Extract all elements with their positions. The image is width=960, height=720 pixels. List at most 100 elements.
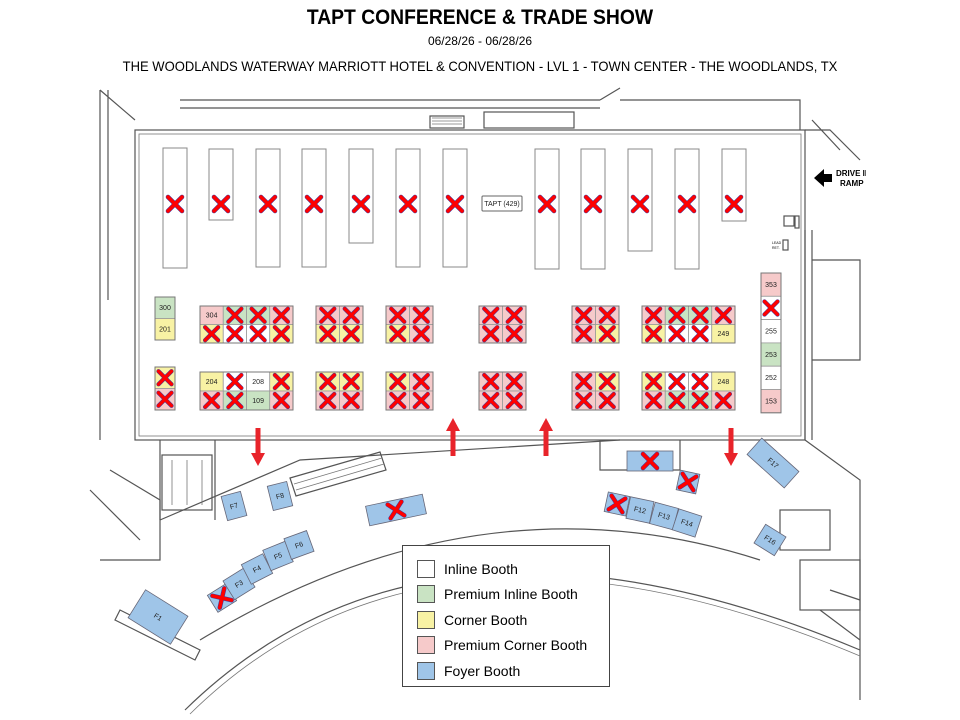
premium-corner-booth[interactable]	[595, 305, 620, 325]
inline-booth[interactable]	[222, 371, 247, 392]
premium-inline-booth[interactable]	[222, 305, 247, 325]
corner-booth[interactable]	[385, 324, 410, 344]
foyer-booth[interactable]: F1	[127, 589, 189, 645]
corner-booth[interactable]	[315, 324, 340, 344]
premium-corner-booth[interactable]	[409, 390, 434, 411]
premium-inline-booth[interactable]	[688, 305, 713, 325]
inline-booth[interactable]	[664, 324, 689, 344]
premium-corner-booth[interactable]	[409, 305, 434, 325]
premium-corner-booth[interactable]	[409, 324, 434, 344]
inline-booth[interactable]	[760, 295, 782, 320]
premium-corner-booth[interactable]	[711, 390, 736, 411]
premium-corner-booth[interactable]: 153	[760, 389, 782, 414]
inline-booth[interactable]	[674, 148, 700, 270]
corner-booth[interactable]: 248	[711, 371, 736, 392]
inline-booth[interactable]	[162, 147, 188, 269]
corner-booth[interactable]	[641, 371, 666, 392]
premium-corner-booth[interactable]	[199, 390, 224, 411]
premium-corner-booth[interactable]	[339, 305, 364, 325]
premium-corner-booth[interactable]	[502, 390, 527, 411]
premium-inline-booth[interactable]	[664, 390, 689, 411]
inline-booth[interactable]	[208, 148, 234, 221]
premium-corner-booth[interactable]: 304	[199, 305, 224, 325]
corner-booth[interactable]	[595, 371, 620, 392]
premium-inline-booth[interactable]	[222, 390, 247, 411]
premium-corner-booth[interactable]	[571, 371, 596, 392]
inline-booth[interactable]: 252	[760, 365, 782, 390]
inline-booth[interactable]	[627, 148, 653, 252]
foyer-booth[interactable]	[365, 493, 427, 527]
premium-corner-booth[interactable]	[315, 305, 340, 325]
premium-corner-booth[interactable]	[641, 305, 666, 325]
inline-booth[interactable]	[721, 148, 747, 222]
inline-booth[interactable]	[348, 148, 374, 244]
foyer-booth[interactable]	[603, 491, 631, 517]
inline-booth[interactable]	[534, 148, 560, 270]
foyer-booth[interactable]: F14	[671, 508, 703, 538]
inline-booth[interactable]: 255	[760, 319, 782, 344]
premium-corner-booth[interactable]	[385, 390, 410, 411]
corner-booth[interactable]	[269, 371, 294, 392]
premium-corner-booth[interactable]	[478, 305, 503, 325]
corner-booth[interactable]: 249	[711, 324, 736, 344]
premium-corner-booth[interactable]	[385, 305, 410, 325]
foyer-booth[interactable]: F17	[746, 437, 800, 489]
premium-corner-booth[interactable]	[571, 390, 596, 411]
premium-corner-booth[interactable]	[154, 388, 176, 411]
premium-corner-booth[interactable]	[502, 324, 527, 344]
inline-booth[interactable]: 208	[246, 371, 271, 392]
corner-booth[interactable]	[154, 366, 176, 389]
inline-booth[interactable]	[664, 371, 689, 392]
premium-corner-booth[interactable]	[339, 390, 364, 411]
foyer-booth[interactable]	[675, 469, 701, 495]
premium-inline-booth[interactable]: 300	[154, 296, 176, 319]
premium-corner-booth[interactable]	[269, 305, 294, 325]
premium-corner-booth[interactable]: 353	[760, 272, 782, 297]
foyer-booth[interactable]: F12	[625, 496, 655, 524]
premium-corner-booth[interactable]	[269, 390, 294, 411]
premium-corner-booth[interactable]	[502, 305, 527, 325]
inline-booth[interactable]	[688, 371, 713, 392]
corner-booth[interactable]: 204	[199, 371, 224, 392]
inline-booth[interactable]	[255, 148, 281, 268]
premium-corner-booth[interactable]	[478, 390, 503, 411]
premium-inline-booth[interactable]	[246, 305, 271, 325]
corner-booth[interactable]	[269, 324, 294, 344]
inline-booth[interactable]	[301, 148, 327, 268]
foyer-booth[interactable]: F16	[753, 523, 787, 557]
premium-inline-booth[interactable]: 253	[760, 342, 782, 367]
foyer-booth[interactable]: F7	[220, 490, 248, 522]
corner-booth[interactable]	[641, 324, 666, 344]
inline-booth[interactable]	[395, 148, 421, 268]
inline-booth[interactable]	[580, 148, 606, 270]
premium-corner-booth[interactable]	[502, 371, 527, 392]
corner-booth[interactable]	[339, 324, 364, 344]
premium-corner-booth[interactable]	[315, 390, 340, 411]
corner-booth[interactable]: 201	[154, 318, 176, 341]
inline-booth[interactable]	[222, 324, 247, 344]
premium-corner-booth[interactable]	[571, 324, 596, 344]
inline-booth[interactable]	[442, 148, 468, 268]
corner-booth[interactable]	[199, 324, 224, 344]
premium-corner-booth[interactable]	[409, 371, 434, 392]
foyer-booth[interactable]: F5	[262, 540, 294, 572]
corner-booth[interactable]	[339, 371, 364, 392]
premium-corner-booth[interactable]	[478, 371, 503, 392]
corner-booth[interactable]	[595, 324, 620, 344]
tapt-booth[interactable]: TAPT (429)	[481, 195, 523, 212]
foyer-booth[interactable]: F6	[283, 530, 315, 560]
inline-booth[interactable]	[688, 324, 713, 344]
inline-booth[interactable]	[246, 324, 271, 344]
premium-inline-booth[interactable]	[664, 305, 689, 325]
premium-corner-booth[interactable]	[595, 390, 620, 411]
premium-corner-booth[interactable]	[478, 324, 503, 344]
premium-corner-booth[interactable]	[711, 305, 736, 325]
premium-corner-booth[interactable]	[571, 305, 596, 325]
corner-booth[interactable]	[315, 371, 340, 392]
corner-booth[interactable]	[385, 371, 410, 392]
premium-inline-booth[interactable]: 109	[246, 390, 271, 411]
foyer-booth[interactable]: F8	[266, 480, 294, 512]
foyer-booth[interactable]	[626, 450, 674, 472]
premium-corner-booth[interactable]	[641, 390, 666, 411]
premium-inline-booth[interactable]	[688, 390, 713, 411]
